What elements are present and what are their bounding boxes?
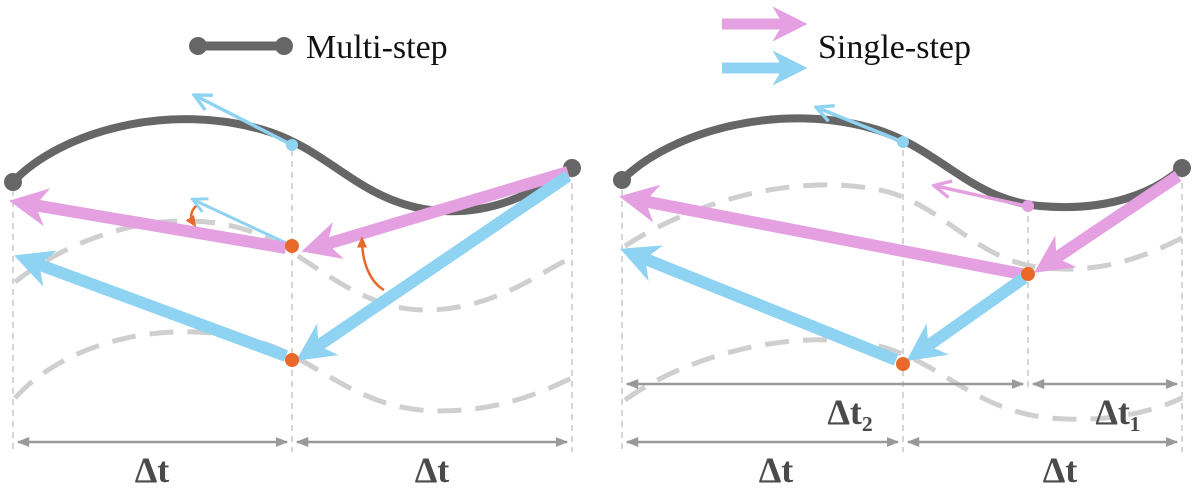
left-midpoint-blue-dot bbox=[286, 139, 298, 151]
right-interval-label-right: Δt bbox=[1043, 450, 1078, 490]
legend-single-step-label: Single-step bbox=[818, 29, 971, 66]
multi-step-swatch-dot-start bbox=[189, 37, 207, 55]
right-multi-step-trajectory bbox=[618, 114, 1186, 212]
legend-multi-step: Multi-step bbox=[189, 29, 448, 66]
left-blue-arrow-second-step bbox=[13, 250, 289, 362]
left-interval-label-right: Δt bbox=[415, 450, 450, 490]
left-interval-label-left: Δt bbox=[135, 450, 170, 490]
legend-multi-step-label: Multi-step bbox=[306, 29, 448, 66]
right-dashed-trajectories bbox=[623, 182, 1184, 422]
left-multi-step-trajectory bbox=[9, 115, 576, 216]
right-thin-velocity-arrow-top bbox=[818, 108, 904, 144]
right-intermediate-point-pink bbox=[1021, 267, 1035, 281]
right-blue-arrow-first-step bbox=[906, 273, 1028, 362]
right-midpoint-pink-dot bbox=[1022, 200, 1034, 212]
left-blue-arrow-first-step bbox=[296, 171, 572, 361]
right-trajectory-end-dot bbox=[1173, 159, 1191, 177]
right-intermediate-point-blue bbox=[896, 357, 910, 371]
right-interval-label-left: Δt bbox=[759, 450, 794, 490]
left-thin-velocity-arrow-top bbox=[196, 96, 293, 147]
left-orange-correction-arrow-left bbox=[185, 205, 197, 228]
right-trajectory-start-dot bbox=[613, 171, 631, 189]
left-trajectory-start-dot bbox=[4, 173, 22, 191]
left-panel: Δt Δt bbox=[4, 96, 581, 490]
right-blue-arrow-second-step bbox=[620, 245, 899, 366]
left-pink-arrow-second-step bbox=[9, 188, 288, 254]
right-pink-arrow-first-step bbox=[1034, 171, 1182, 273]
left-intermediate-point-pink bbox=[285, 239, 299, 253]
legend: Multi-step Single-step bbox=[189, 6, 971, 86]
right-interval-label-t1: Δt₁ bbox=[1095, 392, 1140, 432]
left-vertical-guides bbox=[12, 150, 573, 452]
right-vertical-guides bbox=[621, 150, 1183, 452]
left-thin-velocity-arrow-mid bbox=[194, 200, 289, 246]
right-interval-label-t2: Δt₂ bbox=[827, 392, 872, 432]
right-panel: Δt₂ Δt₁ Δt Δt bbox=[613, 108, 1191, 490]
right-midpoint-blue-dot bbox=[897, 136, 909, 148]
legend-single-step: Single-step bbox=[722, 6, 971, 86]
multi-step-swatch-dot-end bbox=[275, 37, 293, 55]
left-pink-arrow-first-step bbox=[301, 166, 570, 259]
right-pink-arrow-second-step bbox=[619, 184, 1024, 280]
right-thin-velocity-arrow-pink bbox=[936, 186, 1027, 208]
left-orange-correction-arrow-right bbox=[357, 236, 385, 292]
left-intermediate-point-blue bbox=[285, 353, 299, 367]
left-dashed-trajectories bbox=[13, 218, 574, 414]
